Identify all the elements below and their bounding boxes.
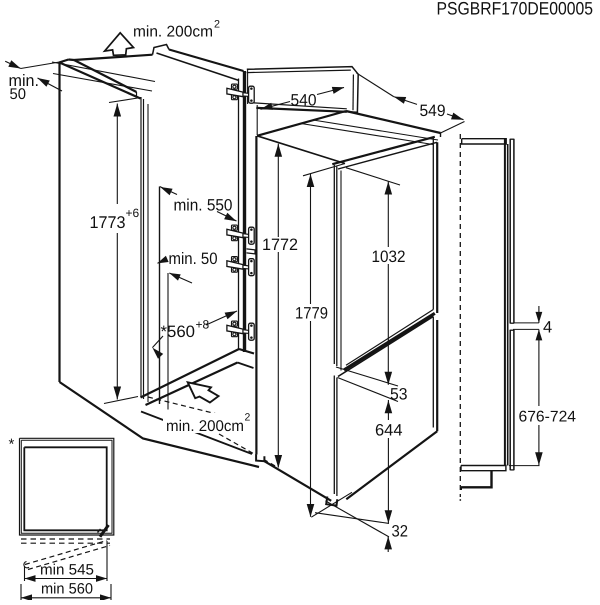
- svg-text:50: 50: [10, 86, 27, 103]
- svg-text:1779: 1779: [295, 305, 328, 323]
- svg-text:min. 200cm: min. 200cm: [133, 24, 213, 41]
- svg-text:2: 2: [245, 412, 251, 424]
- svg-text:32: 32: [392, 523, 409, 541]
- svg-text:*560: *560: [161, 323, 196, 341]
- svg-text:644: 644: [375, 422, 403, 440]
- svg-text:1772: 1772: [262, 236, 298, 254]
- svg-text:540: 540: [291, 92, 317, 110]
- svg-text:676-724: 676-724: [519, 409, 577, 426]
- svg-text:1032: 1032: [372, 248, 406, 266]
- svg-text:PSGBRF170DE00005: PSGBRF170DE00005: [437, 0, 594, 19]
- svg-text:min 545: min 545: [40, 562, 94, 579]
- svg-text:2: 2: [214, 19, 220, 31]
- svg-text:min. 50: min. 50: [169, 250, 218, 268]
- svg-text:+6: +6: [126, 206, 140, 220]
- svg-text:min. 550: min. 550: [174, 197, 233, 215]
- svg-text:min 560: min 560: [41, 581, 93, 598]
- svg-text:53: 53: [390, 386, 408, 404]
- svg-text:min. 200cm: min. 200cm: [166, 418, 244, 435]
- svg-text:4: 4: [543, 319, 552, 337]
- svg-text:*: *: [9, 436, 15, 453]
- svg-text:1773: 1773: [90, 213, 126, 232]
- svg-text:549: 549: [420, 102, 446, 120]
